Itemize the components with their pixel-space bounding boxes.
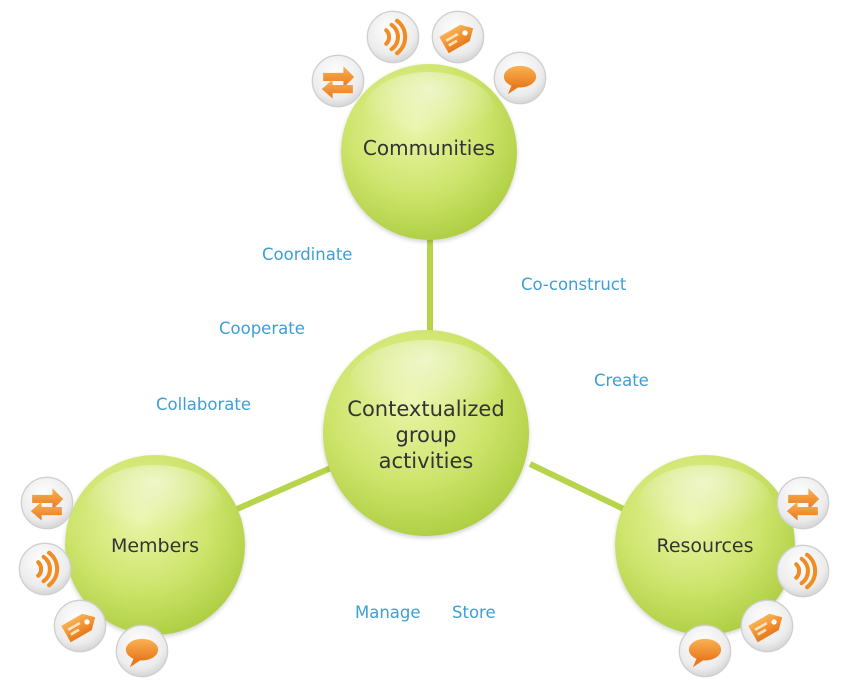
node-members <box>65 455 245 635</box>
rss-waves-icon[interactable] <box>19 543 70 594</box>
node-communities <box>341 64 517 240</box>
node-center-label: Contextualized group activities <box>326 396 526 474</box>
speech-bubble-icon[interactable] <box>678 624 732 678</box>
label-co-construct: Co-construct <box>521 275 627 294</box>
label-create: Create <box>594 371 649 390</box>
rss-waves-icon[interactable] <box>367 11 418 62</box>
rss-waves-icon[interactable] <box>777 545 828 596</box>
label-coordinate: Coordinate <box>262 245 353 264</box>
label-collaborate: Collaborate <box>156 395 251 414</box>
node-resources <box>615 455 795 635</box>
node-center-line-1: Contextualized <box>347 397 505 421</box>
node-center-line-2: group <box>395 423 457 447</box>
speech-bubble-icon[interactable] <box>493 51 547 105</box>
node-resources-label: Resources <box>656 535 754 557</box>
connector-resources <box>528 461 632 515</box>
exchange-arrows-icon[interactable] <box>776 476 830 530</box>
tag-icon[interactable] <box>740 599 794 653</box>
node-center <box>323 330 529 536</box>
node-center-line-3: activities <box>378 449 474 473</box>
label-cooperate: Cooperate <box>219 319 305 338</box>
tag-icon[interactable] <box>431 10 485 64</box>
node-members-label: Members <box>110 535 200 557</box>
label-store: Store <box>452 603 496 622</box>
exchange-arrows-icon[interactable] <box>20 476 74 530</box>
speech-bubble-icon[interactable] <box>115 624 169 678</box>
label-manage: Manage <box>355 603 421 622</box>
exchange-arrows-icon[interactable] <box>311 54 365 108</box>
connector-members <box>228 461 342 515</box>
tag-icon[interactable] <box>53 599 107 653</box>
node-communities-label: Communities <box>362 136 496 160</box>
